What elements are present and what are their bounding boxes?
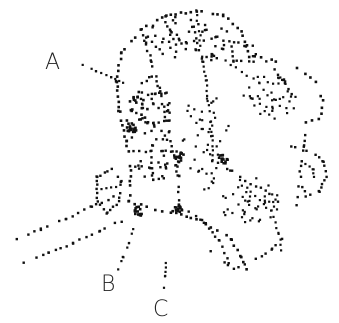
- dotted-drawing: [15, 9, 328, 271]
- callout-leader-a: [81, 63, 125, 84]
- callout-label-a: A: [45, 50, 60, 75]
- callout-label-b: B: [101, 272, 115, 297]
- callout-label-c: C: [153, 297, 168, 322]
- callout-leader-b: [117, 228, 135, 271]
- callout-leader-c: [162, 261, 167, 289]
